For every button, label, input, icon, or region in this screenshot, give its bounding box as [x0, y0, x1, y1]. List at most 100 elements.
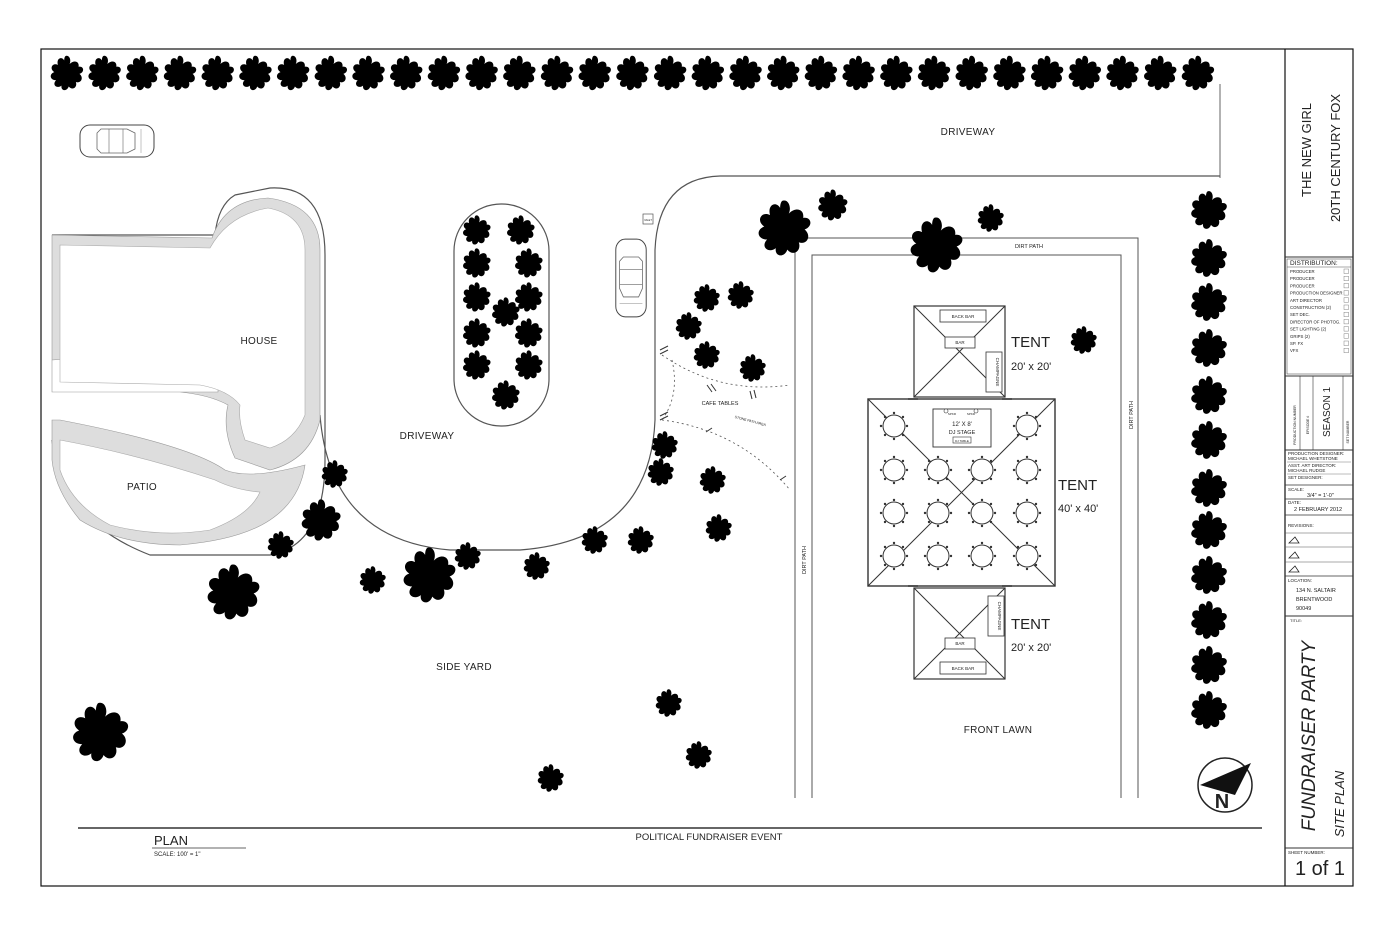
tree-symbol	[693, 341, 720, 369]
tree-symbol	[691, 55, 725, 91]
tree-symbol	[705, 514, 732, 542]
revisions-label: REVISIONS:	[1288, 523, 1314, 528]
production-designer: MICHAEL WHETSTONE	[1288, 456, 1338, 461]
tree-symbol	[1181, 55, 1215, 91]
tree-symbol	[842, 55, 875, 91]
tree-symbol	[693, 284, 720, 312]
tent-main	[867, 398, 1056, 587]
tree-symbol	[651, 431, 678, 459]
tree-symbol	[727, 281, 754, 309]
dj-stage-label: DJ STAGE	[949, 430, 976, 436]
house-interior	[59, 207, 306, 449]
distribution-item: CONSTRUCTION (2)	[1290, 305, 1332, 310]
tree-symbol	[50, 55, 84, 91]
tree-symbol	[739, 354, 766, 382]
dj-table-label: DJ TABLE	[955, 439, 969, 443]
distribution-checkbox	[1343, 304, 1349, 310]
distribution-item: SP. FX	[1290, 341, 1303, 346]
tree-symbol	[1191, 469, 1227, 507]
tree-symbol	[910, 217, 963, 273]
tree-symbol	[427, 55, 461, 91]
location-line-1: 134 N. SALTAIR	[1296, 588, 1336, 594]
stone-path-arc-1	[661, 354, 791, 388]
tent-bottom-champagne: CHAMPAGNE	[997, 602, 1002, 631]
dj-speaker-left: SPKR	[948, 412, 957, 416]
dj-stage-size: 12' X 8'	[952, 422, 972, 428]
tree-symbol	[239, 55, 272, 91]
dirt-path-outer	[794, 237, 1139, 798]
set-number-label: SET NUMBER	[1346, 420, 1350, 443]
tree-symbol	[88, 55, 121, 91]
tree-symbol	[1191, 646, 1227, 684]
distribution-checkbox	[1343, 297, 1349, 303]
tree-symbol	[581, 526, 608, 554]
tree-symbol	[1106, 55, 1139, 91]
label-dirt-path-top: DIRT PATH	[1015, 244, 1043, 250]
distribution-checkbox	[1343, 340, 1349, 346]
dj-speaker-right: SPKR	[967, 412, 976, 416]
tree-symbol	[163, 55, 197, 91]
tree-symbol	[675, 312, 702, 340]
tent-top-back-bar: BACK BAR	[952, 314, 976, 319]
location-label: LOCATION:	[1288, 578, 1312, 583]
tent-main-size: 40' x 40'	[1058, 503, 1098, 515]
tree-symbol	[1191, 239, 1227, 277]
tree-symbol	[685, 741, 712, 769]
production-number-label: PRODUCTION NUMBER	[1293, 405, 1297, 445]
tree-symbol	[1191, 556, 1227, 594]
tree-symbol	[616, 55, 649, 91]
distribution-heading: DISTRIBUTION:	[1290, 260, 1338, 267]
label-stone-path: STONE PATH AREA	[734, 415, 767, 427]
tree-symbol	[880, 55, 913, 91]
asst-art-director: MICHAEL RUDGE	[1288, 468, 1325, 473]
tree-symbol	[523, 552, 550, 580]
tree-symbol	[1030, 55, 1064, 91]
distribution-checkbox	[1343, 348, 1349, 353]
show-name: THE NEW GIRL	[1299, 103, 1314, 197]
distribution-checkbox	[1343, 326, 1349, 332]
tree-symbol	[917, 55, 951, 91]
tree-symbol	[818, 189, 848, 221]
sheet-label: SHEET NUMBER:	[1288, 850, 1325, 855]
label-patio: PATIO	[127, 482, 157, 493]
drawing-subtitle: SITE PLAN	[1332, 770, 1347, 837]
patio-interior	[59, 439, 261, 534]
north-label: N	[1215, 791, 1229, 813]
distribution-checkbox	[1343, 268, 1349, 274]
tree-symbol	[804, 55, 838, 91]
tree-symbol	[352, 55, 385, 91]
distribution-item: PRODUCER	[1290, 276, 1315, 281]
tree-symbol	[126, 55, 159, 91]
tree-symbol	[1191, 691, 1227, 729]
tent-top-champagne: CHAMPAGNE	[995, 358, 1000, 387]
distribution-checkbox	[1343, 290, 1349, 296]
tree-symbol	[1070, 326, 1097, 354]
driveway-edge-outer	[654, 175, 1220, 420]
tree-symbol	[301, 499, 341, 541]
car-top-left	[79, 124, 155, 158]
label-driveway-mid: DRIVEWAY	[400, 431, 455, 442]
distribution-item: PRODUCER	[1290, 283, 1315, 288]
tree-symbol	[1191, 601, 1227, 639]
distribution-item: GRIPS (2)	[1290, 334, 1310, 339]
label-dirt-path-left: DIRT PATH	[802, 546, 808, 574]
label-driveway-top: DRIVEWAY	[941, 127, 996, 138]
tree-symbol	[977, 204, 1004, 232]
stone-path-arc-2	[661, 419, 791, 491]
distribution-checkbox	[1343, 319, 1349, 325]
scale-value: 3/4" = 1'-0"	[1307, 493, 1334, 499]
tree-symbol	[1191, 511, 1227, 549]
episode-label: EPISODE #	[1306, 416, 1310, 435]
label-front-lawn: FRONT LAWN	[964, 725, 1033, 736]
tree-symbol	[403, 547, 456, 603]
season: SEASON 1	[1322, 387, 1333, 437]
tree-symbol	[276, 55, 310, 91]
production-designer-label: PRODUCTION DESIGNER:	[1288, 451, 1344, 456]
tree-symbol	[655, 689, 682, 717]
tent-top	[913, 305, 1006, 398]
set-designer-label: SET DESIGNER:	[1288, 475, 1323, 480]
tree-symbol	[627, 526, 654, 554]
drawing-title: FUNDRAISER PARTY	[1299, 639, 1320, 831]
tent-bottom	[913, 587, 1006, 680]
